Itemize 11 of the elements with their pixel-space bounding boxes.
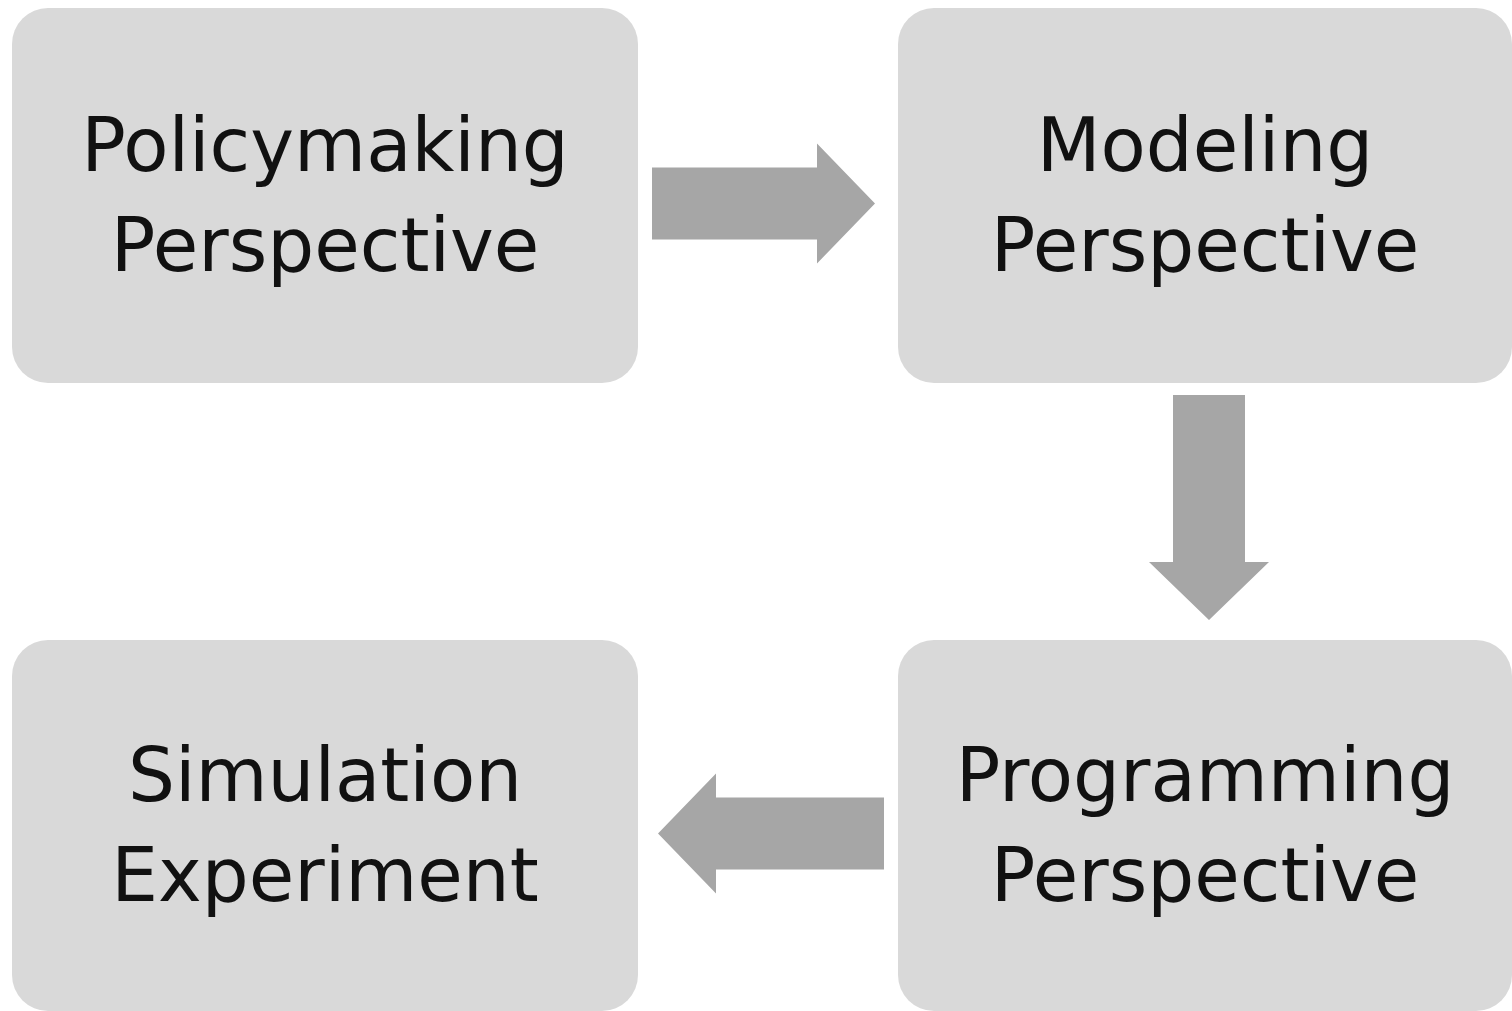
box-label: Simulation Experiment xyxy=(110,730,540,920)
block-arrow xyxy=(652,143,875,264)
process-box xyxy=(12,640,638,1011)
box-label: Programming Perspective xyxy=(954,730,1456,920)
process-box xyxy=(898,640,1512,1011)
box-label: Modeling Perspective xyxy=(989,100,1421,290)
box-label: Policymaking Perspective xyxy=(80,100,570,290)
block-arrow xyxy=(1149,395,1269,620)
process-box xyxy=(12,8,638,383)
process-box xyxy=(898,8,1512,383)
block-arrow xyxy=(658,773,884,894)
